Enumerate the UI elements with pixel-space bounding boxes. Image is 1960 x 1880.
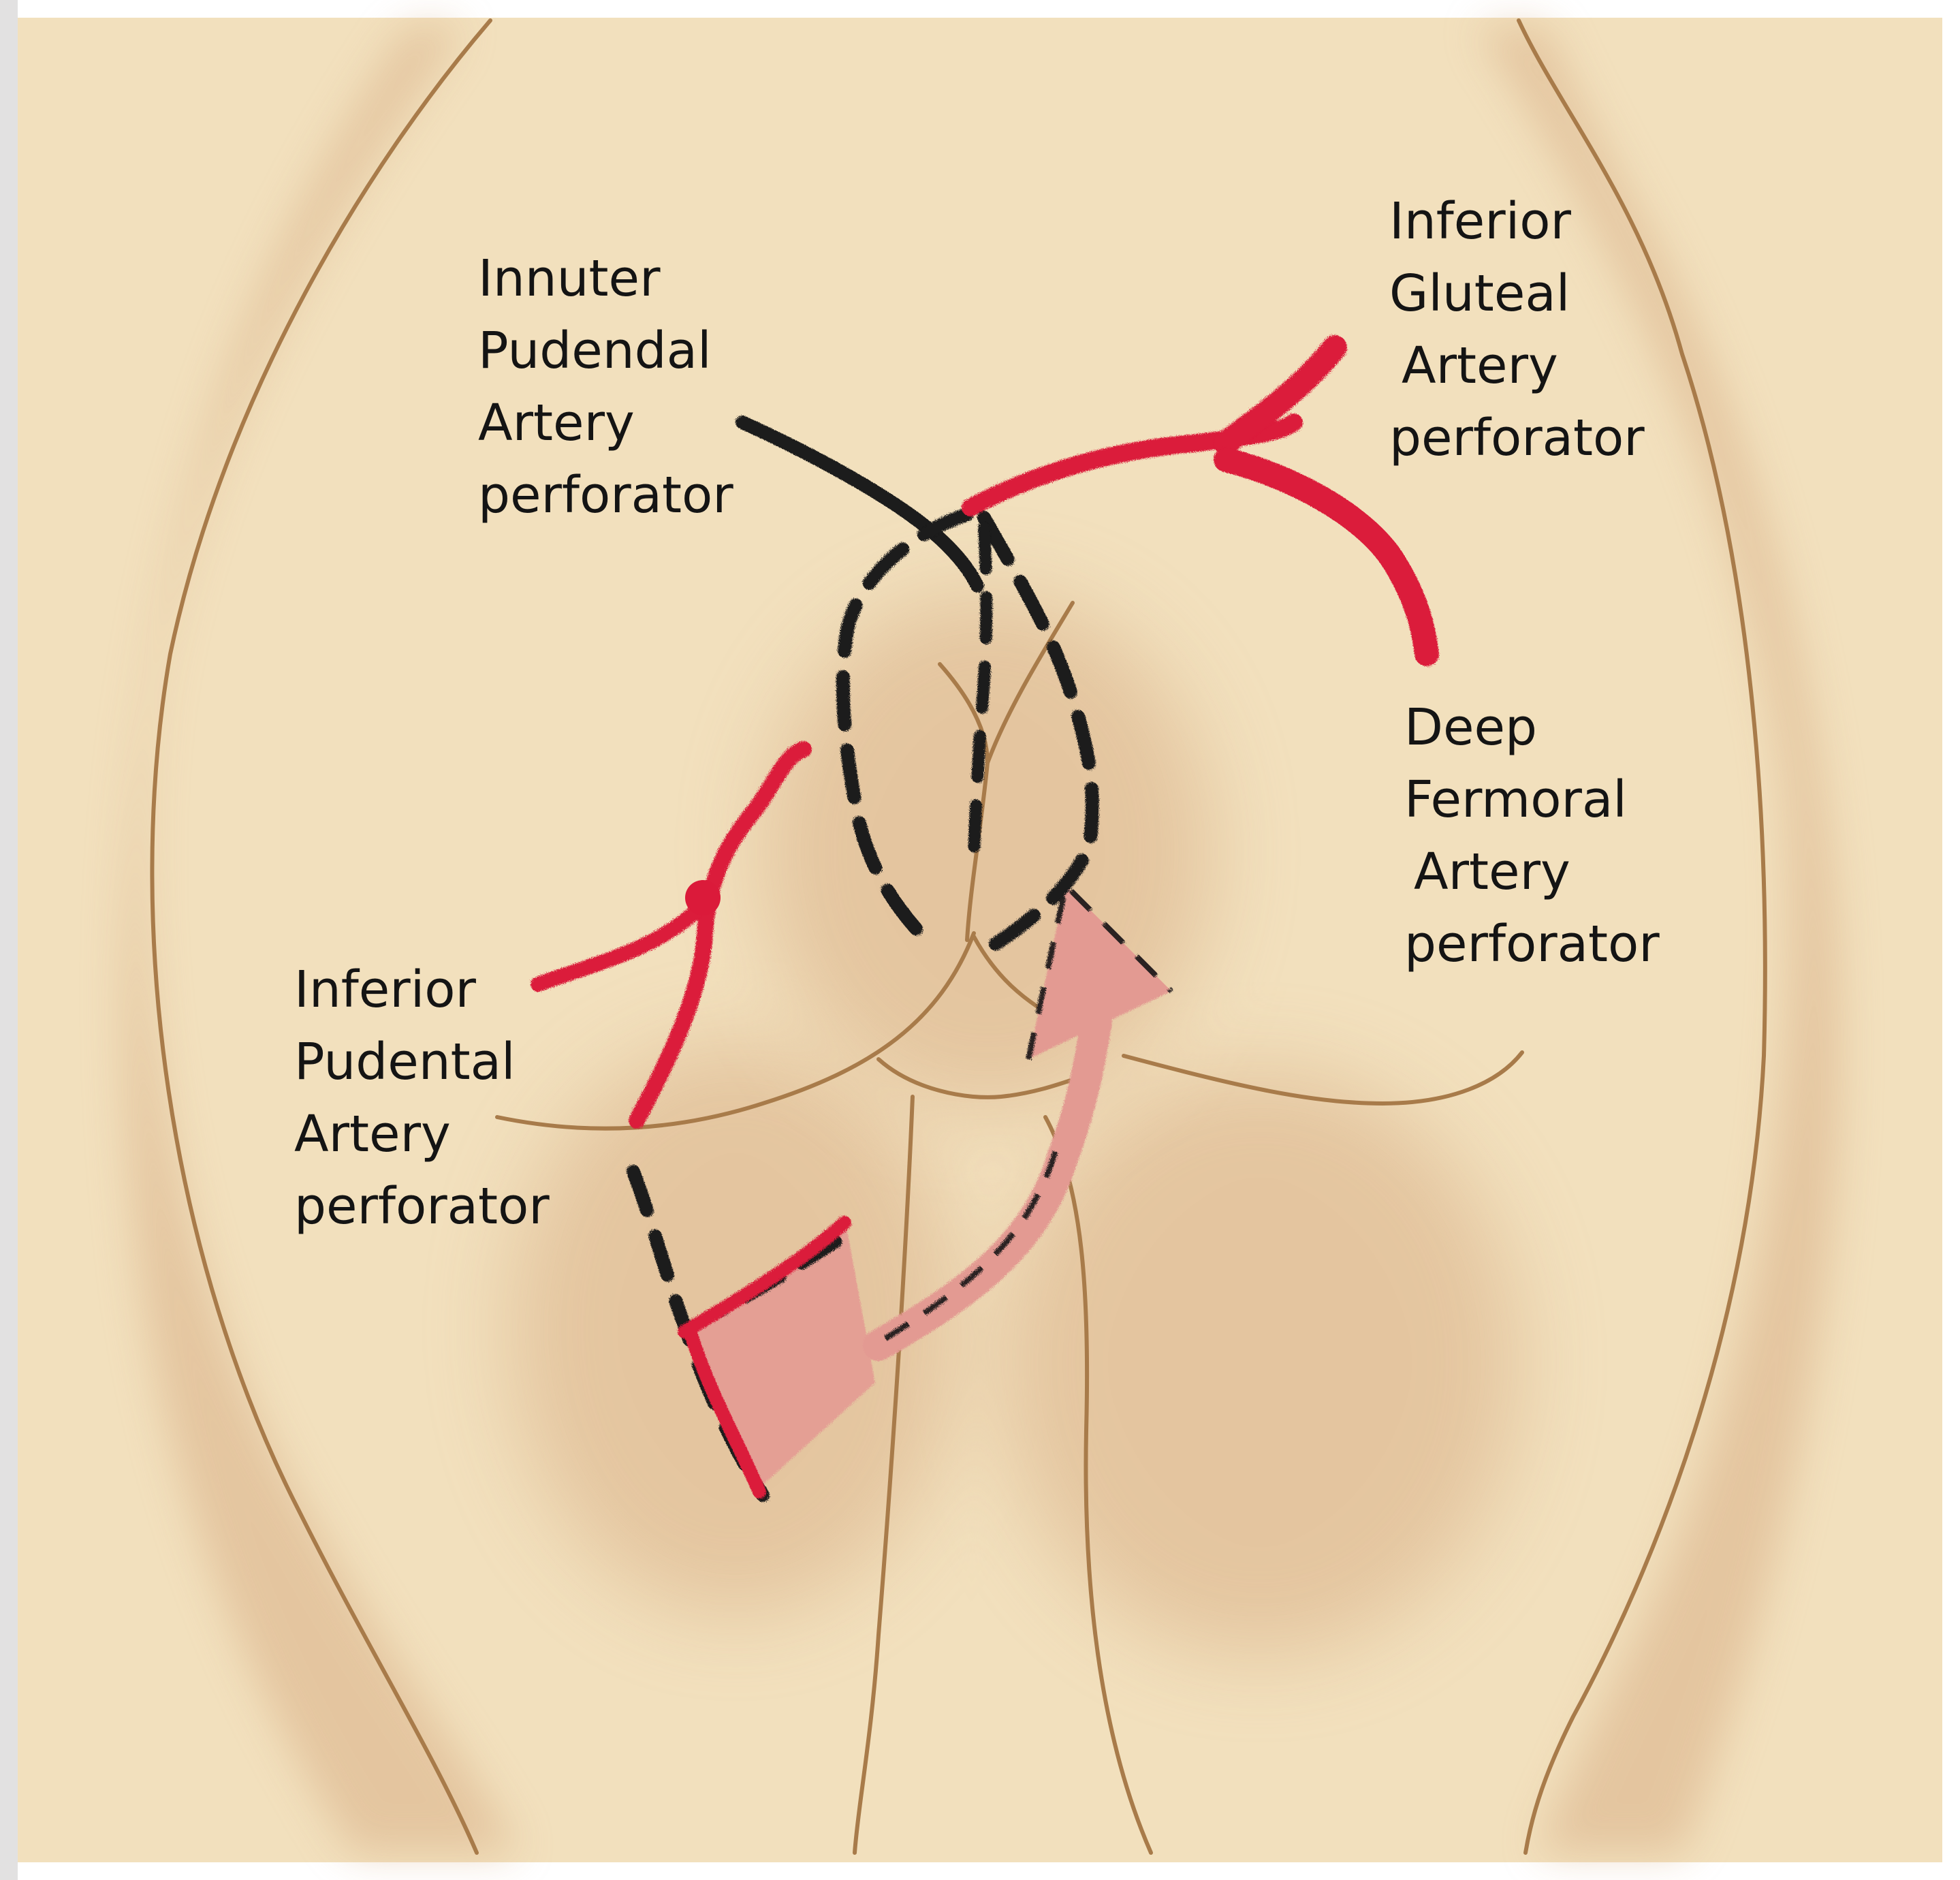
inferior-gluteal-artery-upper-branch [1214,335,1347,455]
page-edge [0,0,18,1880]
right-inner-thigh-line [1043,1115,1153,1855]
left-body-outline [150,18,492,1855]
perineal-raphe [876,1057,1085,1099]
perforator-arteries [531,335,1439,1499]
midline-upper [985,601,1075,765]
donor-flap [688,1216,875,1485]
left-inner-thigh-line [853,1095,915,1855]
inferior-gluteal-artery-label: Inferior Gluteal Artery perforator [1389,185,1645,474]
label-line: Inferior [294,960,476,1019]
gluteal-fold-right [1122,1050,1524,1106]
inferior-gluteal-artery-lower-branch [1214,448,1439,666]
flap-arrowhead [1028,886,1171,1059]
label-line: Innuter [478,249,661,308]
label-line: Inferior [1389,192,1571,251]
flap-transfer-arrow [863,1006,1112,1361]
label-line: perforator [1389,409,1645,467]
midline-branch [938,662,990,942]
left-thigh-shadow [124,27,518,1853]
label-line: Deep [1404,698,1538,757]
label-line: Pudendal [478,322,712,380]
defect-outline-right [974,511,1099,960]
flap-design [688,879,1173,1485]
label-line: Gluteal [1389,264,1570,323]
defect-outline-left [836,507,974,954]
gluteal-fold [495,931,976,1131]
label-line: perforator [1404,915,1660,973]
anatomical-contours [150,18,1767,1855]
inferior-pudendal-artery-branch [531,898,709,992]
label-line: Artery [478,394,635,452]
right-thigh-shadow [1478,27,1841,1853]
internal-pudendal-perforator-line [736,416,984,593]
right-buttock-shadow [1001,1069,1519,1655]
label-line: perforator [294,1177,550,1236]
internal-pudendal-artery-label: Innuter Pudendal Artery perforator [478,242,733,531]
inferior-pudendal-artery-label: Inferior Pudental Artery perforator [294,954,550,1242]
deep-femoral-artery-label: Deep Fermoral Artery perforator [1404,691,1660,980]
flap-red-outline [678,1216,851,1499]
label-line: Artery [1414,843,1570,901]
arrow-outline [883,879,1173,1341]
inferior-gluteal-artery-trunk [962,413,1303,516]
label-line: Artery [1402,336,1558,395]
inferior-pudendal-artery-node [685,880,721,915]
right-body-outline [1517,18,1767,1855]
label-line: Fermoral [1404,770,1627,829]
label-line: Artery [294,1105,451,1163]
defect-midline [968,522,993,878]
label-line: perforator [478,466,733,524]
label-line: Pudental [294,1033,516,1091]
